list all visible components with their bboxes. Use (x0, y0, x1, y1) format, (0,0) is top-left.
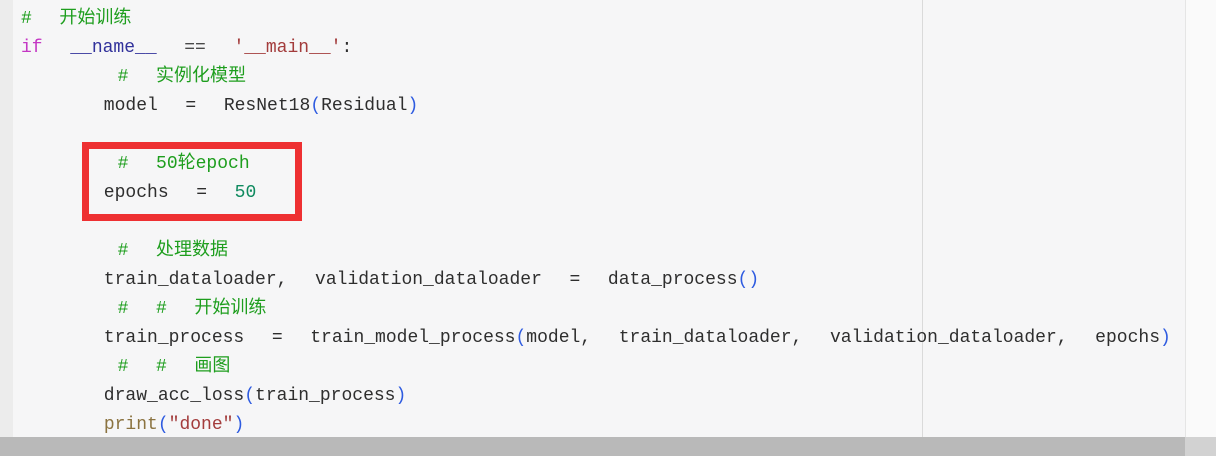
code-segment-paren: ( (244, 386, 256, 406)
code-segment-plain: train_process = train_model_process (21, 328, 516, 348)
code-line: # # 画图 (21, 353, 1171, 382)
code-segment-dunder: __name__ (70, 38, 157, 58)
code-segment-paren: ( (515, 328, 527, 348)
code-segment-cmt: # 实例化模型 (21, 67, 247, 87)
code-area[interactable]: # 开始训练 if __name__ == '__main__': # 实例化模型… (21, 5, 1171, 440)
code-segment-cmt: # # 开始训练 (21, 299, 267, 319)
code-segment-paren: ) (233, 415, 245, 435)
code-segment-paren: () (737, 270, 760, 290)
code-line: train_dataloader, validation_dataloader … (21, 266, 1171, 295)
code-segment-paren: ) (407, 96, 419, 116)
code-segment-plain: model = ResNet18 (21, 96, 311, 116)
code-segment-paren: ) (395, 386, 407, 406)
code-segment-paren: ( (310, 96, 322, 116)
code-segment-plain (21, 415, 104, 435)
vertical-scrollbar-track[interactable] (1185, 0, 1216, 437)
code-segment-plain (43, 38, 71, 58)
code-line: if __name__ == '__main__': (21, 34, 1171, 63)
code-line: model = ResNet18(Residual) (21, 92, 1171, 121)
code-segment-cmt: # 50轮epoch (21, 154, 250, 174)
code-segment-plain: : (341, 38, 353, 58)
horizontal-scrollbar-thumb[interactable] (0, 437, 1185, 456)
code-segment-plain: Residual (321, 96, 408, 116)
code-segment-cmt: # 开始训练 (21, 9, 132, 29)
code-line: # 处理数据 (21, 237, 1171, 266)
code-segment-builtin: print (103, 415, 158, 435)
code-line: train_process = train_model_process(mode… (21, 324, 1171, 353)
code-line: epochs = 50 (21, 179, 1171, 208)
code-segment-num: 50 (234, 183, 257, 203)
code-line: # 实例化模型 (21, 63, 1171, 92)
code-line: # # 开始训练 (21, 295, 1171, 324)
code-segment-str: '__main__' (233, 38, 342, 58)
code-segment-plain: draw_acc_loss (21, 386, 245, 406)
code-line: # 50轮epoch (21, 150, 1171, 179)
code-segment-cmt: # 处理数据 (21, 241, 229, 261)
code-segment-plain: model, train_dataloader, validation_data… (526, 328, 1160, 348)
code-line: # 开始训练 (21, 5, 1171, 34)
code-segment-paren: ) (1160, 328, 1171, 348)
code-segment-cmt: # # 画图 (21, 357, 231, 377)
red-highlight-box (82, 142, 302, 221)
code-segment-kw: if (21, 38, 43, 58)
code-segment-paren: ( (157, 415, 169, 435)
code-line: draw_acc_loss(train_process) (21, 382, 1171, 411)
code-segment-str: "done" (168, 415, 234, 435)
scrollbar-corner (1185, 437, 1216, 456)
editor-left-gutter (0, 0, 13, 437)
editor-ruler-line (922, 0, 923, 437)
code-segment-op: == (156, 38, 234, 58)
code-segment-plain: epochs = (21, 183, 235, 203)
code-segment-plain: train_dataloader, validation_dataloader … (21, 270, 738, 290)
code-segment-plain: train_process (255, 386, 396, 406)
code-line: print("done") (21, 411, 1171, 440)
